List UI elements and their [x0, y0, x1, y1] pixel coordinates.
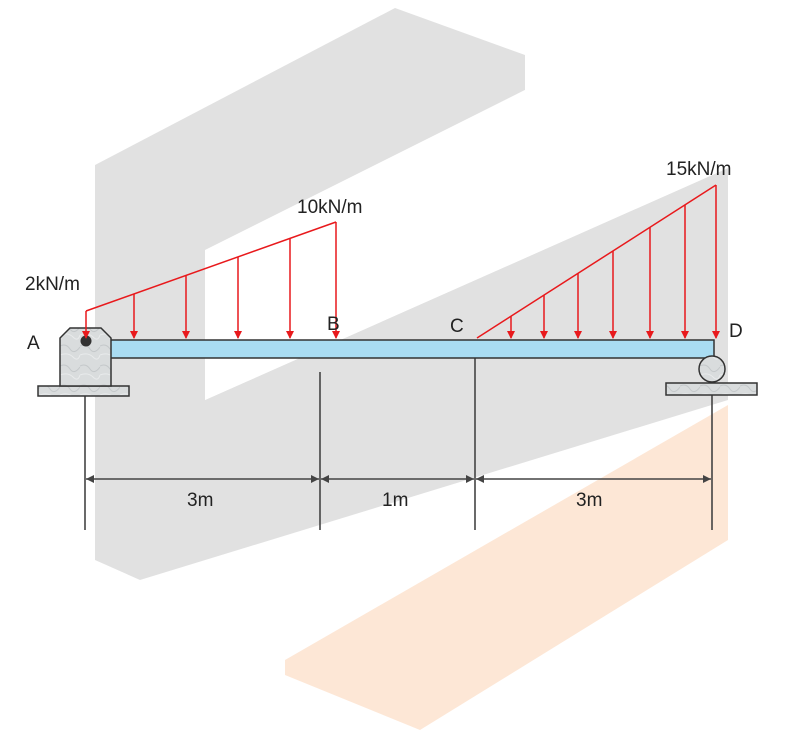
load-cd-top-line: [476, 184, 717, 339]
load-label-ab-start: 2kN/m: [25, 274, 80, 295]
load-label-ab-end: 10kN/m: [297, 197, 362, 218]
point-label-a: A: [27, 333, 40, 354]
load-label-cd-end: 15kN/m: [666, 159, 731, 180]
distributed-load-cd: [476, 184, 720, 339]
pin-support-base: [37, 385, 130, 397]
point-label-c: C: [450, 316, 464, 337]
pin-support-icon: [37, 327, 130, 397]
beam: [109, 339, 715, 359]
dimension-label-bc: 1m: [382, 490, 408, 511]
point-label-d: D: [729, 321, 743, 342]
watermark-logo: [95, 8, 728, 730]
distributed-load-ab: [82, 221, 340, 339]
point-label-b: B: [327, 314, 340, 335]
roller-support-icon: [665, 355, 758, 396]
dimension-label-cd: 3m: [576, 490, 602, 511]
pin-support-body: [59, 327, 112, 387]
watermark-gray-shape: [95, 8, 728, 580]
watermark-orange-shape: [285, 405, 728, 730]
roller-support-base: [665, 382, 758, 396]
dimension-label-ab: 3m: [187, 490, 213, 511]
load-ab-top-line: [85, 221, 337, 312]
roller-wheel: [698, 355, 726, 383]
